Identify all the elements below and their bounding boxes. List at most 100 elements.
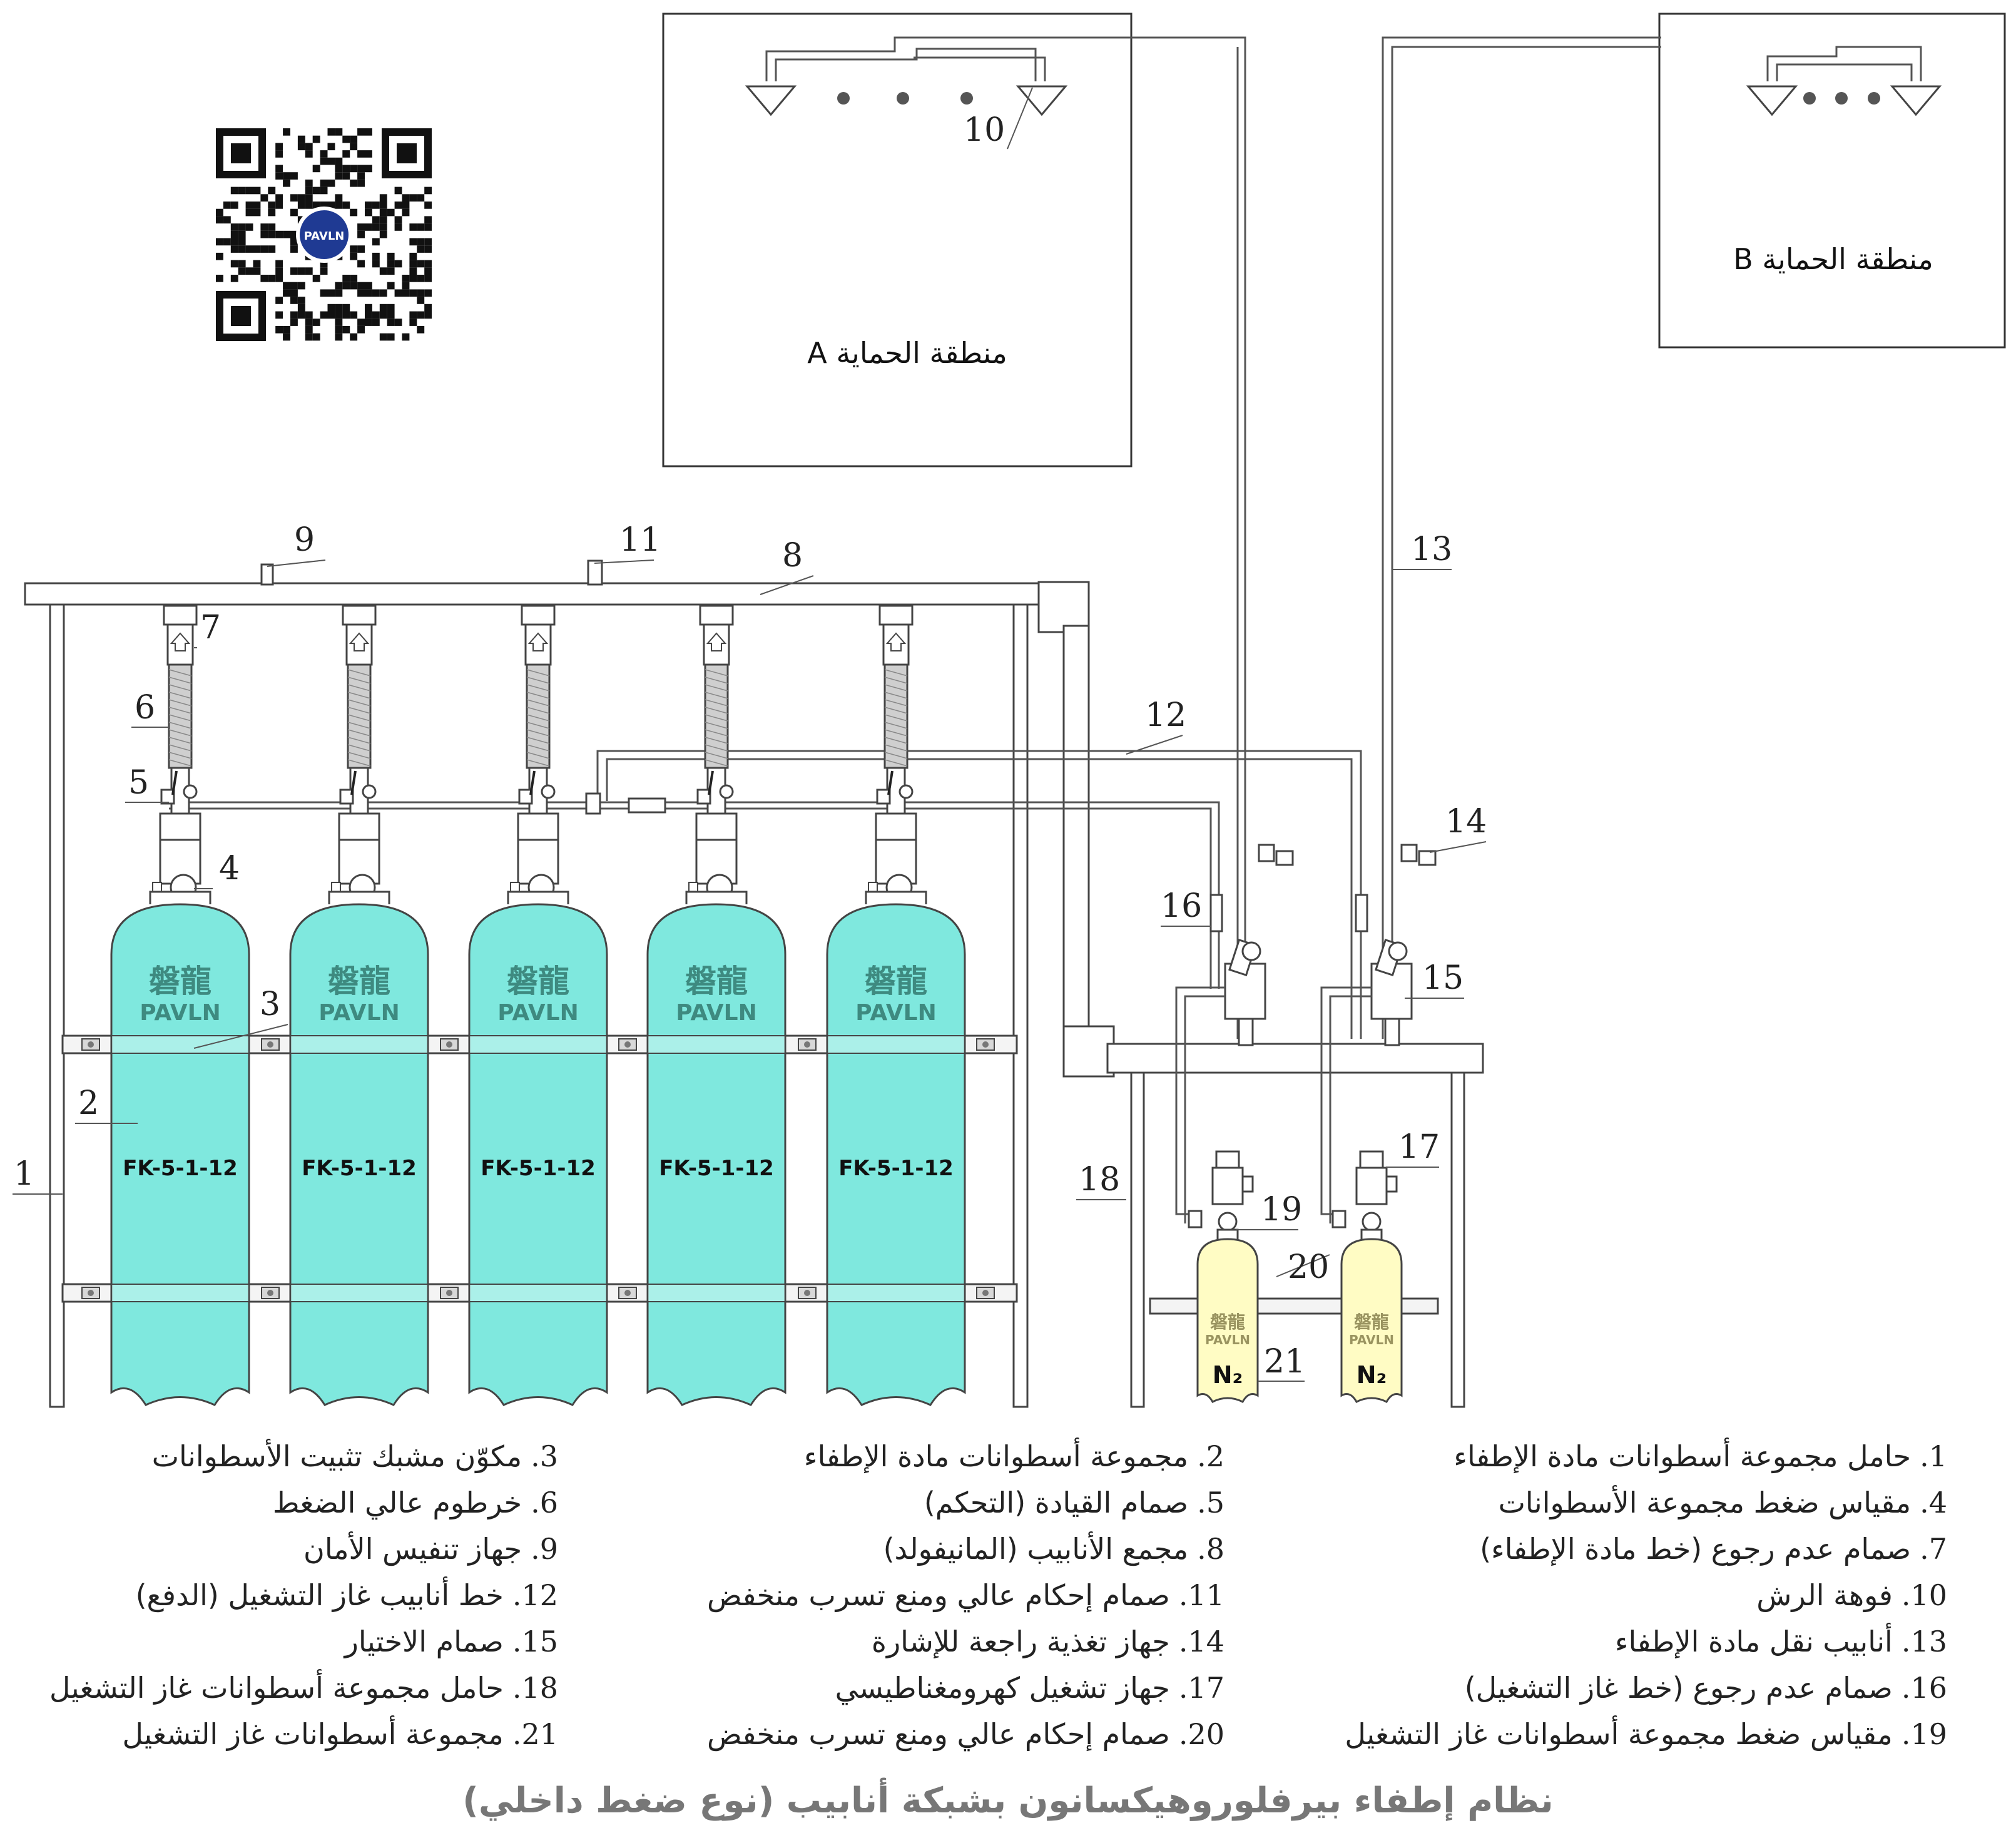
cylinder-agent-label: FK-5-1-12 — [659, 1156, 774, 1181]
legend-item-text: مقياس ضغط مجموعة أسطوانات غاز التشغيل — [1345, 1717, 1893, 1751]
legend-item: 4.مقياس ضغط مجموعة الأسطوانات — [1345, 1479, 1947, 1526]
legend-item-number: 1. — [1920, 1439, 1947, 1473]
nozzle-dot — [897, 92, 909, 105]
legend-item: 6. خرطوم عالي الضغط — [49, 1479, 558, 1526]
legend-left-column: 3.مكوّن مشبك تثبيت الأسطوانات 6. خرطوم عال… — [49, 1433, 558, 1757]
legend-item-text: صمام عدم رجوع (خط غاز التشغيل) — [1464, 1671, 1893, 1705]
legend-item-text: مجموعة أسطوانات غاز التشغيل — [122, 1717, 504, 1751]
legend-item-number: 21. — [512, 1717, 558, 1751]
callout-leader — [1007, 87, 1033, 150]
legend-item-text: صمام إحكام عالي ومنع تسرب منخفض — [707, 1717, 1170, 1751]
high-pressure-hose — [883, 663, 909, 769]
high-seal-valve — [587, 559, 603, 586]
cylinder-brand-cn: 磐龍 — [507, 963, 569, 999]
callout-leader — [1276, 1254, 1330, 1277]
callout-number: 13 — [1411, 531, 1452, 568]
legend-item-number: 8. — [1197, 1532, 1224, 1566]
nozzle-dot — [960, 92, 973, 105]
n2-brand-cn: 磐龍 — [1354, 1312, 1389, 1332]
legend-item: 9. جهاز تنفيس الأمان — [49, 1526, 558, 1572]
callout-number: 11 — [619, 521, 661, 559]
callout-number: 8 — [782, 537, 803, 574]
legend-item: 19.مقياس ضغط مجموعة أسطوانات غاز التشغيل — [1345, 1711, 1947, 1757]
legend-item: 12.خط أنابيب غاز التشغيل (الدفع) — [49, 1572, 558, 1618]
cylinder-agent-label: FK-5-1-12 — [838, 1156, 954, 1181]
callout-number: 14 — [1445, 803, 1487, 840]
callout-number: 20 — [1288, 1249, 1329, 1286]
legend-item: 1.حامل مجموعة أسطوانات مادة الإطفاء — [1345, 1433, 1947, 1479]
cylinder-agent-label: FK-5-1-12 — [302, 1156, 417, 1181]
n2-label: N₂ — [1357, 1361, 1387, 1389]
legend-item-text: فوهة الرش — [1756, 1578, 1893, 1612]
protection-zone-a: منطقة الحماية A — [662, 13, 1246, 1039]
legend-item-text: صمام القيادة (التحكم) — [924, 1486, 1189, 1519]
legend-item-text: جهاز تغذية راجعة للإشارة — [871, 1625, 1170, 1658]
pilot-check-valve — [1209, 894, 1223, 932]
pilot-seal-valve — [1188, 1210, 1203, 1228]
legend-item-text: صمام إحكام عالي ومنع تسرب منخفض — [707, 1578, 1170, 1612]
legend-item-number: 17. — [1178, 1671, 1224, 1705]
callout-number: 18 — [1079, 1161, 1120, 1198]
agent-cylinder-group: 磐龍PAVLNFK-5-1-12磐龍PAVLNFK-5-1-12磐龍PAVLNF… — [110, 605, 966, 1406]
pilot-pressure-gauge — [1362, 1212, 1382, 1232]
nozzle-dot — [1835, 92, 1848, 105]
legend-item: 10.فوهة الرش — [1345, 1572, 1947, 1618]
legend-item: 13.أنابيب نقل مادة الإطفاء — [1345, 1618, 1947, 1665]
legend-item-text: أنابيب نقل مادة الإطفاء — [1614, 1625, 1893, 1658]
cylinder-brand-en: PAVLN — [855, 1000, 936, 1026]
legend-item-text: خرطوم عالي الضغط — [272, 1486, 522, 1519]
legend-item: 21.مجموعة أسطوانات غاز التشغيل — [49, 1711, 558, 1757]
n2-brand-cn: 磐龍 — [1210, 1312, 1245, 1332]
nozzle-dot — [1803, 92, 1816, 105]
legend-item-number: 13. — [1901, 1625, 1947, 1658]
legend-item: 17.جهاز تشغيل كهرومغناطيسي — [707, 1665, 1224, 1711]
diagram-title: نظام إطفاء بيرفلوروهيكسانون بشبكة أنابيب… — [462, 1780, 1554, 1821]
pilot-pressure-gauge — [1218, 1212, 1238, 1232]
legend-item-number: 16. — [1901, 1671, 1947, 1705]
callout-leader — [1429, 841, 1487, 853]
cylinder-brand-en: PAVLN — [676, 1000, 756, 1026]
cylinder-brand-en: PAVLN — [497, 1000, 578, 1026]
legend-item-text: جهاز تنفيس الأمان — [303, 1532, 522, 1566]
cylinder-brand-en: PAVLN — [318, 1000, 399, 1026]
legend-item-number: 6. — [531, 1486, 558, 1519]
legend-item-number: 19. — [1901, 1717, 1947, 1751]
legend-item: 8.مجمع الأنابيب (المانيفولد) — [707, 1526, 1224, 1572]
selector-valve-b — [1370, 939, 1413, 1046]
legend-item: 18.حامل مجموعة أسطوانات غاز التشغيل — [49, 1665, 558, 1711]
legend-item-number: 14. — [1178, 1625, 1224, 1658]
n2-brand-en: PAVLN — [1205, 1332, 1250, 1347]
selector-valve-a — [1224, 939, 1266, 1046]
solenoid-actuator — [1359, 1150, 1384, 1169]
zone-b-label: منطقة الحماية B — [1733, 242, 1933, 276]
nozzle-dot — [1868, 92, 1880, 105]
callout-number: 19 — [1261, 1191, 1302, 1228]
solenoid-actuator — [1215, 1150, 1240, 1169]
n2-brand-en: PAVLN — [1349, 1332, 1394, 1347]
legend-item-number: 7. — [1920, 1532, 1947, 1566]
legend-item-text: جهاز تشغيل كهرومغناطيسي — [835, 1671, 1170, 1705]
high-pressure-hose — [526, 663, 551, 769]
callout-leader — [193, 1024, 288, 1049]
check-valve-arrow-icon — [170, 632, 191, 651]
legend-item-text: حامل مجموعة أسطوانات مادة الإطفاء — [1453, 1439, 1912, 1473]
check-valve-arrow-icon — [349, 632, 370, 651]
legend-item-number: 20. — [1178, 1717, 1224, 1751]
legend-item-number: 4. — [1920, 1486, 1947, 1519]
nozzle-dot — [837, 92, 850, 105]
legend-item: 3.مكوّن مشبك تثبيت الأسطوانات — [49, 1433, 558, 1479]
callout-number: 3 — [260, 986, 280, 1023]
legend-item-number: 3. — [531, 1439, 558, 1473]
qr-code: PAVLN — [216, 128, 432, 341]
legend-item: 7.صمام عدم رجوع (خط مادة الإطفاء) — [1345, 1526, 1947, 1572]
check-valve-arrow-icon — [706, 632, 727, 651]
cylinder-brand-cn: 磐龍 — [865, 963, 927, 999]
legend-item-number: 9. — [531, 1532, 558, 1566]
legend-item-number: 5. — [1197, 1486, 1224, 1519]
callout-number: 2 — [78, 1085, 99, 1122]
